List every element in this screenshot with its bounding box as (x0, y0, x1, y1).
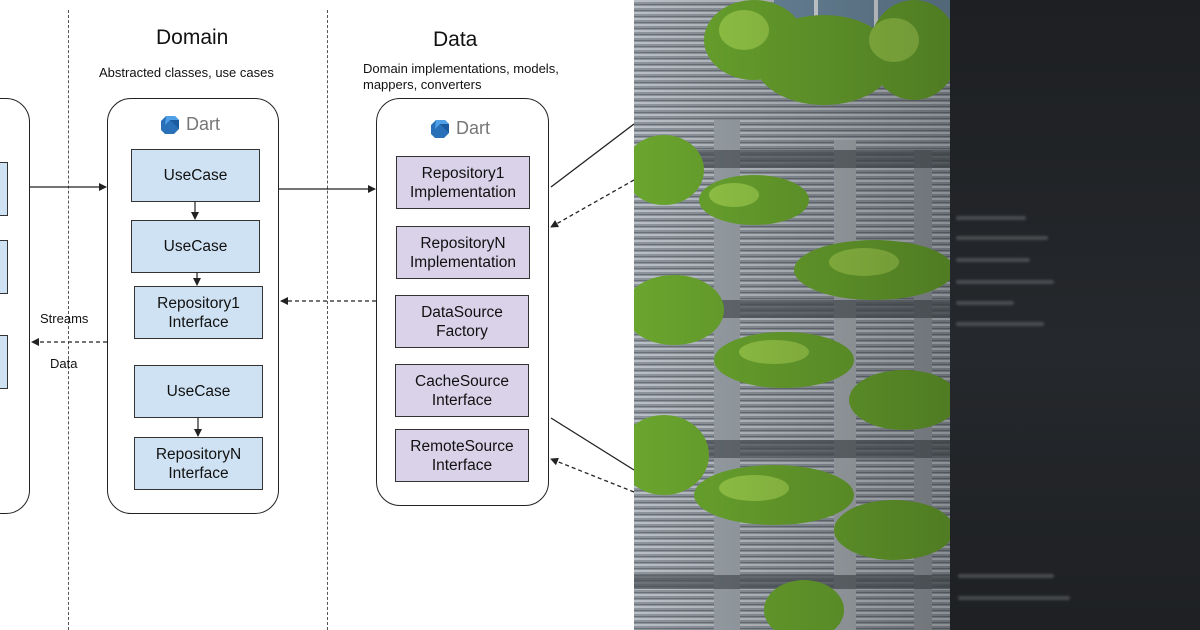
box-label: Repository1 (157, 294, 240, 312)
box-label: RepositoryN (420, 234, 506, 252)
data-title: Data (433, 28, 478, 51)
box-label: Interface (168, 464, 229, 482)
arrow-external-to-data-top (550, 179, 634, 228)
data-box-cachesource-interface: CacheSource Interface (395, 364, 529, 417)
presentation-box-2 (0, 240, 8, 294)
domain-box-usecase-1: UseCase (131, 149, 260, 202)
code-line (956, 236, 1048, 240)
column-divider-left (68, 10, 69, 630)
box-label: Interface (168, 313, 229, 331)
data-subtitle-line: mappers, converters (363, 77, 482, 92)
connector-arrows (30, 123, 634, 493)
code-line (958, 574, 1054, 578)
box-label: Factory (436, 322, 488, 340)
data-box-repository1-implementation: Repository1 Implementation (396, 156, 530, 209)
data-box-datasource-factory: DataSource Factory (395, 295, 529, 348)
domain-dart-logo: Dart (160, 114, 220, 135)
architecture-diagram: Domain Abstracted classes, use cases Dar… (0, 10, 634, 630)
box-label: Implementation (410, 183, 516, 201)
line-data-to-external-top (550, 123, 634, 188)
domain-title: Domain (156, 26, 229, 49)
box-label: Interface (431, 391, 493, 409)
line-data-to-external-bottom (550, 417, 634, 471)
box-label: UseCase (163, 167, 228, 184)
code-line (958, 596, 1070, 600)
building-illustration (634, 0, 950, 630)
code-line (956, 322, 1044, 326)
domain-subtitle: Abstracted classes, use cases (99, 65, 274, 80)
data-subtitle-line: Domain implementations, models, (363, 61, 559, 76)
arrow-external-to-data-bottom (550, 457, 634, 493)
column-divider-right (327, 10, 328, 630)
domain-box-repository1-interface: Repository1 Interface (134, 286, 263, 339)
domain-dart-label: Dart (186, 114, 221, 134)
code-line (956, 258, 1030, 262)
streams-label: Streams (40, 311, 89, 326)
box-label: Interface (431, 456, 493, 474)
dart-icon (161, 115, 179, 134)
domain-box-repositoryn-interface: RepositoryN Interface (134, 437, 263, 490)
box-label: UseCase (163, 238, 228, 255)
box-label: Implementation (410, 253, 516, 271)
data-dart-label: Dart (456, 118, 491, 138)
data-box-remotesource-interface: RemoteSource Interface (395, 429, 529, 482)
box-label: RemoteSource (410, 437, 514, 455)
data-box-repositoryn-implementation: RepositoryN Implementation (396, 226, 530, 279)
building-plants-photo (634, 0, 950, 630)
box-label: UseCase (166, 383, 231, 400)
box-label: RepositoryN (155, 445, 242, 463)
data-label: Data (50, 356, 78, 371)
data-subtitle: Domain implementations, models, mappers,… (363, 61, 559, 93)
data-dart-logo: Dart (430, 118, 490, 139)
box-label: CacheSource (415, 372, 509, 390)
box-label: Repository1 (421, 164, 505, 182)
code-screen-background (950, 0, 1200, 630)
domain-box-usecase-2: UseCase (131, 220, 260, 273)
code-line (956, 301, 1014, 305)
domain-box-usecase-3: UseCase (134, 365, 263, 418)
presentation-box-1 (0, 162, 8, 216)
presentation-box-3 (0, 335, 8, 389)
box-label: DataSource (421, 303, 503, 321)
code-line (956, 280, 1054, 284)
code-line (956, 216, 1026, 220)
dart-icon (431, 119, 449, 138)
